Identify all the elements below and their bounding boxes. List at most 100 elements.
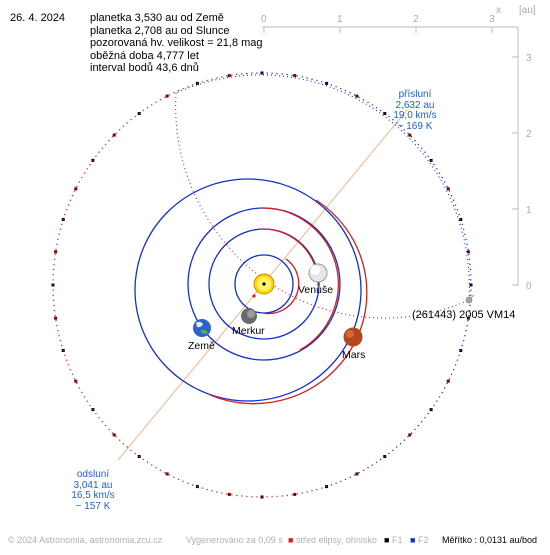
- orbit-dot: [392, 119, 394, 121]
- info-line: planetka 2,708 au od Slunce: [90, 24, 230, 37]
- orbit-dot: [164, 96, 166, 99]
- orbit-dot: [344, 478, 347, 481]
- sun: [253, 273, 275, 295]
- orbit-dot: [226, 75, 228, 77]
- orbit-dot: [441, 176, 443, 179]
- orbit-dot: [286, 494, 288, 497]
- y-tick-label: 2: [526, 129, 532, 140]
- orbit-dot: [95, 155, 97, 157]
- orbit-dot: [414, 428, 416, 431]
- orbit-dot: [438, 396, 441, 398]
- orbit-dot: [65, 209, 68, 211]
- orbit-dot: [53, 304, 55, 307]
- orbit-point: [293, 492, 297, 496]
- orbit-dot: [463, 340, 465, 342]
- orbit-dot: [155, 101, 157, 104]
- orbit-dot: [458, 213, 460, 216]
- orbit-dot: [349, 92, 351, 94]
- orbit-dot: [450, 373, 453, 375]
- orbit-dot: [321, 81, 323, 83]
- orbit-dot: [134, 115, 136, 118]
- orbit-dot: [53, 263, 55, 266]
- orbit-dot: [467, 248, 469, 250]
- orbit-dot: [65, 359, 68, 361]
- orbit-dot: [241, 495, 243, 497]
- orbit-dot: [458, 354, 460, 357]
- orbit-dot: [115, 436, 117, 438]
- orbit-dot: [452, 369, 455, 371]
- orbit-dot: [358, 96, 360, 99]
- orbit-dot: [266, 496, 268, 498]
- orbit-dot: [467, 320, 469, 322]
- orbit-dot: [58, 335, 60, 337]
- mars-planet: [343, 327, 363, 347]
- orbit-dot: [271, 496, 273, 498]
- orbit-dot: [256, 496, 258, 498]
- orbit-dot: [380, 109, 382, 112]
- orbit-dot: [367, 101, 369, 104]
- orbit-dot: [231, 494, 233, 496]
- orbit-dot: [436, 168, 438, 170]
- orbit-dot: [57, 238, 59, 240]
- orbit-dot: [155, 467, 157, 469]
- orbit-dot: [469, 263, 471, 266]
- orbit-dot: [271, 72, 273, 74]
- orbit-dot: [58, 233, 60, 235]
- orbit-dot: [111, 432, 114, 434]
- generated-time-text: Vygenerováno za 0,09 s: [186, 535, 283, 545]
- orbit-dot: [108, 428, 110, 431]
- info-line: oběžná doba 4,777 let: [90, 49, 199, 62]
- aphelion-distance: 3,041 au: [73, 479, 113, 491]
- orbit-dot: [206, 79, 208, 82]
- orbit-dot: [53, 309, 56, 312]
- orbit-dot: [119, 439, 121, 441]
- orbit-dot: [98, 151, 100, 153]
- info-panel: planetka 3,530 au od Země planetka 2,708…: [90, 12, 263, 75]
- mars-orbit: [134, 178, 362, 402]
- orbit-dot: [291, 494, 293, 496]
- orbit-dot: [375, 107, 378, 109]
- orbit-dot: [261, 496, 263, 498]
- orbit-point: [112, 133, 116, 137]
- orbit-dot: [122, 443, 125, 445]
- orbit-dot: [367, 467, 369, 469]
- perihelion-distance: 2,632 au: [395, 99, 435, 111]
- orbit-dot: [441, 391, 443, 394]
- aphelion-temperature: ~ 157 K: [75, 500, 111, 512]
- orbit-dot: [446, 185, 448, 188]
- orbit-dot: [52, 268, 55, 271]
- orbit-dot: [460, 349, 462, 352]
- x-tick-label: 0: [261, 14, 267, 25]
- orbit-dot: [101, 147, 104, 149]
- orbit-dot: [362, 99, 365, 101]
- orbit-point: [355, 472, 359, 476]
- orbit-dot: [59, 340, 61, 342]
- info-line: planetka 3,530 au od Země: [90, 12, 224, 24]
- orbit-dot: [64, 354, 66, 357]
- orbit-dot: [371, 104, 373, 106]
- orbit-dot: [130, 119, 132, 121]
- earth-orbit-arc: [261, 207, 339, 351]
- ellipse-center-marker: [252, 294, 256, 298]
- orbit-dot: [353, 94, 356, 96]
- orbit-dot: [52, 289, 54, 291]
- orbit-dot: [353, 474, 356, 476]
- orbit-dot: [384, 455, 386, 458]
- orbit-dot: [221, 492, 223, 494]
- orbit-dot: [446, 382, 448, 385]
- orbit-dot: [55, 320, 57, 322]
- orbit-dot: [173, 92, 175, 94]
- orbit-dot: [468, 309, 471, 312]
- orbit-dot: [62, 349, 64, 352]
- orbit-dot: [111, 136, 114, 138]
- orbit-point: [446, 379, 450, 383]
- orbit-dot: [69, 369, 72, 371]
- orbit-dot: [54, 314, 56, 317]
- orbit-dot: [182, 88, 184, 90]
- orbit-point: [355, 94, 359, 98]
- orbit-point: [54, 250, 58, 254]
- orbit-dot: [78, 181, 81, 183]
- orbit-dot: [296, 493, 298, 495]
- legend-f2-marker: ■: [410, 535, 416, 545]
- orbit-dot: [221, 76, 223, 78]
